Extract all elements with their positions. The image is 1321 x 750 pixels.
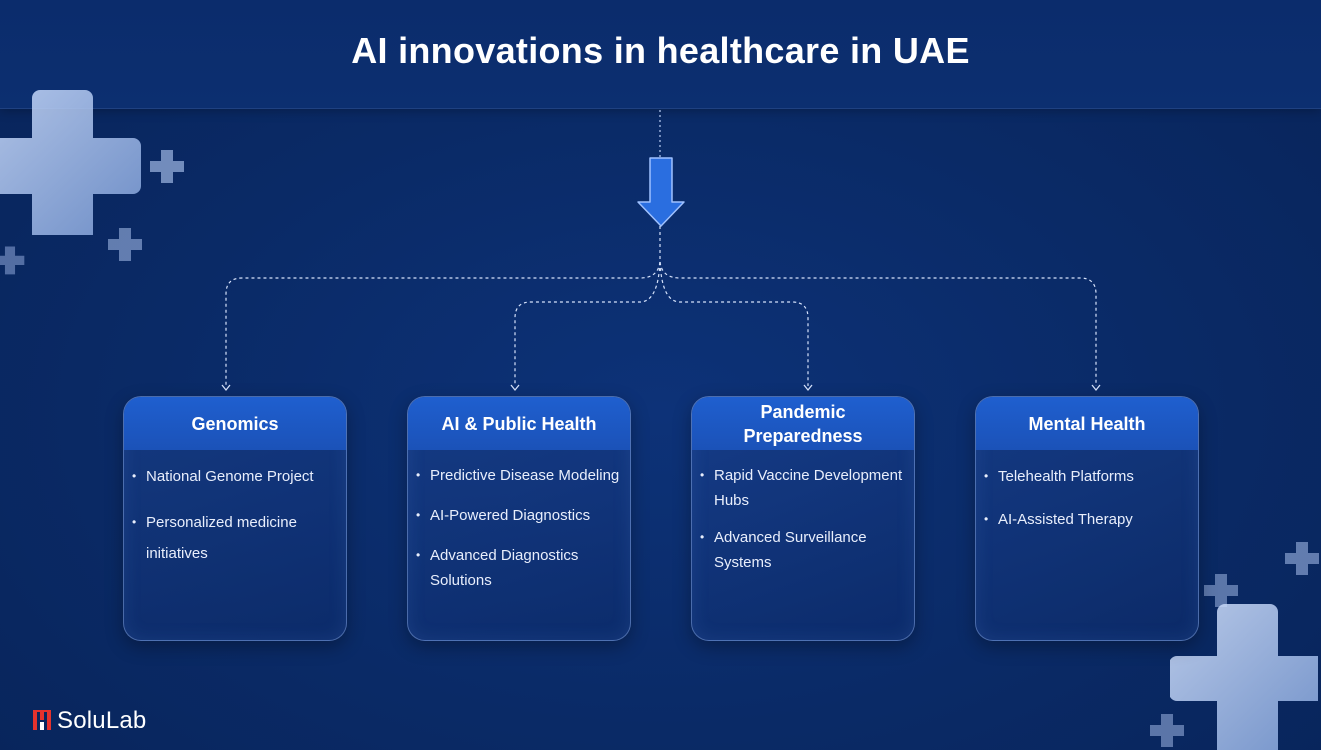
card-heading: Genomics: [124, 397, 346, 450]
category-card-mental-health: Mental Health Telehealth Platforms AI-As…: [975, 396, 1199, 641]
card-item: Advanced Diagnostics Solutions: [416, 543, 622, 593]
card-item-list: Telehealth Platforms AI-Assisted Therapy: [976, 450, 1198, 532]
category-card-pandemic-preparedness: Pandemic Preparedness Rapid Vaccine Deve…: [691, 396, 915, 641]
category-card-genomics: Genomics National Genome Project Persona…: [123, 396, 347, 641]
card-item-list: Rapid Vaccine Development Hubs Advanced …: [692, 450, 914, 575]
card-item: AI-Powered Diagnostics: [416, 503, 622, 528]
card-item: Rapid Vaccine Development Hubs: [700, 463, 906, 513]
medical-cross-icon: [0, 246, 25, 275]
medical-cross-icon: [0, 90, 141, 235]
category-card-ai-public-health: AI & Public Health Predictive Disease Mo…: [407, 396, 631, 641]
medical-cross-icon: [1150, 714, 1184, 747]
solulab-logo-icon: [33, 710, 51, 730]
medical-cross-icon: [150, 150, 184, 183]
page-title: AI innovations in healthcare in UAE: [351, 30, 970, 71]
card-heading: AI & Public Health: [408, 397, 630, 450]
header-band: [0, 0, 1321, 109]
card-heading: Mental Health: [976, 397, 1198, 450]
card-item: Predictive Disease Modeling: [416, 463, 622, 488]
medical-cross-icon: [1204, 574, 1238, 607]
brand-logo: SoluLab: [33, 707, 146, 735]
medical-cross-icon: [108, 228, 142, 261]
card-item: National Genome Project: [132, 464, 338, 489]
card-item: Advanced Surveillance Systems: [700, 525, 906, 575]
medical-cross-icon: [1285, 542, 1319, 575]
card-item: AI-Assisted Therapy: [984, 507, 1190, 532]
brand-name: SoluLab: [57, 707, 147, 734]
card-item-list: National Genome Project Personalized med…: [124, 450, 346, 569]
medical-cross-icon: [1170, 604, 1318, 750]
card-item: Personalized medicine initiatives: [132, 507, 338, 569]
card-item: Telehealth Platforms: [984, 464, 1190, 489]
card-item-list: Predictive Disease Modeling AI-Powered D…: [408, 450, 630, 593]
card-heading: Pandemic Preparedness: [692, 397, 914, 450]
down-arrow-icon: [637, 157, 685, 227]
